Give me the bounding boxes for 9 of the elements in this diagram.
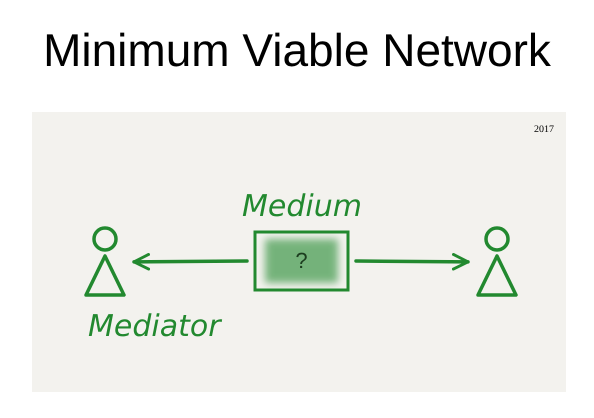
credit-note: 2017 [534,124,554,135]
arrow [354,253,470,271]
box-text: ? [294,248,309,274]
arrow [132,253,249,271]
person-figure [474,226,520,298]
title: Minimum Viable Network [42,23,552,78]
figure-caption: Mediator [88,312,221,342]
person-figure [82,226,128,298]
box-heading: Medium [241,192,363,222]
